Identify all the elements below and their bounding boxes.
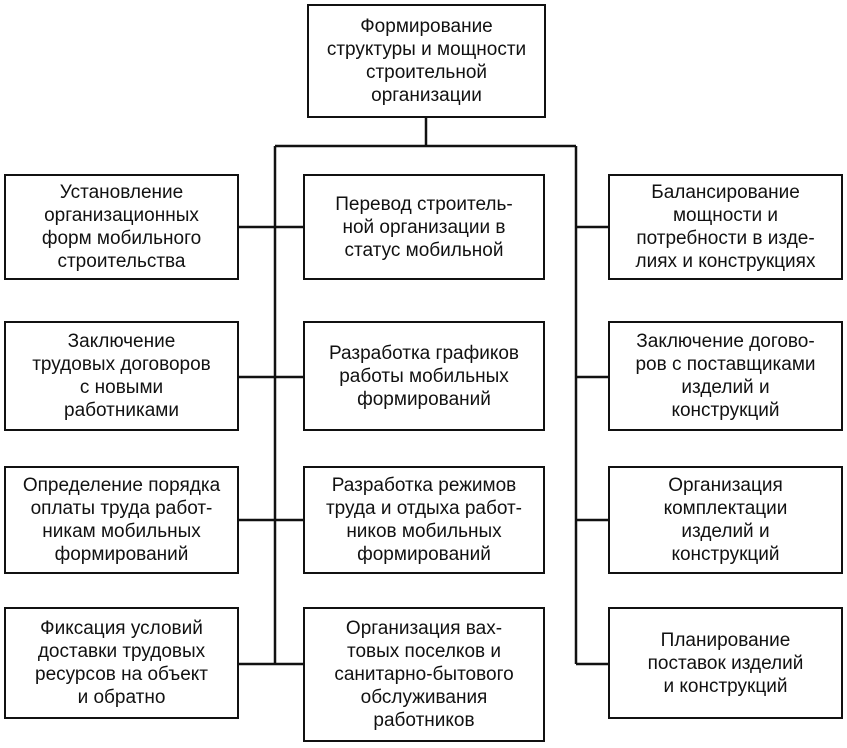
center-box-4-text: Организация вах- товых поселков и санита… bbox=[334, 618, 514, 731]
left-box-4: Фиксация условий доставки трудовых ресур… bbox=[4, 607, 239, 719]
right-box-1-text: Балансирование мощности и потребности в … bbox=[635, 182, 816, 272]
left-box-1: Установление организационных форм мобиль… bbox=[4, 174, 239, 280]
left-box-4-text: Фиксация условий доставки трудовых ресур… bbox=[35, 618, 208, 708]
left-box-2-text: Заключение трудовых договоров с новыми р… bbox=[32, 331, 211, 421]
left-box-3: Определение порядка оплаты труда работ- … bbox=[4, 466, 239, 574]
center-box-1: Перевод строитель- ной организации в ста… bbox=[303, 174, 545, 280]
root-box-text: Формирование структуры и мощности строит… bbox=[326, 16, 527, 106]
center-box-2: Разработка графиков работы мобильных фор… bbox=[303, 321, 545, 431]
root-box: Формирование структуры и мощности строит… bbox=[307, 4, 546, 118]
right-box-3-text: Организация комплектации изделий и конст… bbox=[663, 475, 788, 565]
right-box-3: Организация комплектации изделий и конст… bbox=[608, 466, 843, 574]
right-box-2-text: Заключение догово- ров с поставщиками из… bbox=[635, 331, 816, 421]
left-box-1-text: Установление организационных форм мобиль… bbox=[41, 182, 202, 272]
right-box-1: Балансирование мощности и потребности в … bbox=[608, 174, 843, 280]
right-box-4: Планирование поставок изделий и конструк… bbox=[608, 607, 843, 719]
center-box-4: Организация вах- товых поселков и санита… bbox=[303, 607, 545, 742]
center-box-2-text: Разработка графиков работы мобильных фор… bbox=[328, 342, 520, 410]
left-box-2: Заключение трудовых договоров с новыми р… bbox=[4, 321, 239, 431]
right-box-2: Заключение догово- ров с поставщиками из… bbox=[608, 321, 843, 431]
center-box-1-text: Перевод строитель- ной организации в ста… bbox=[335, 193, 513, 261]
left-box-3-text: Определение порядка оплаты труда работ- … bbox=[22, 475, 221, 565]
center-box-3: Разработка режимов труда и отдыха работ-… bbox=[303, 466, 545, 574]
right-box-4-text: Планирование поставок изделий и конструк… bbox=[647, 629, 804, 697]
center-box-3-text: Разработка режимов труда и отдыха работ-… bbox=[325, 475, 523, 565]
